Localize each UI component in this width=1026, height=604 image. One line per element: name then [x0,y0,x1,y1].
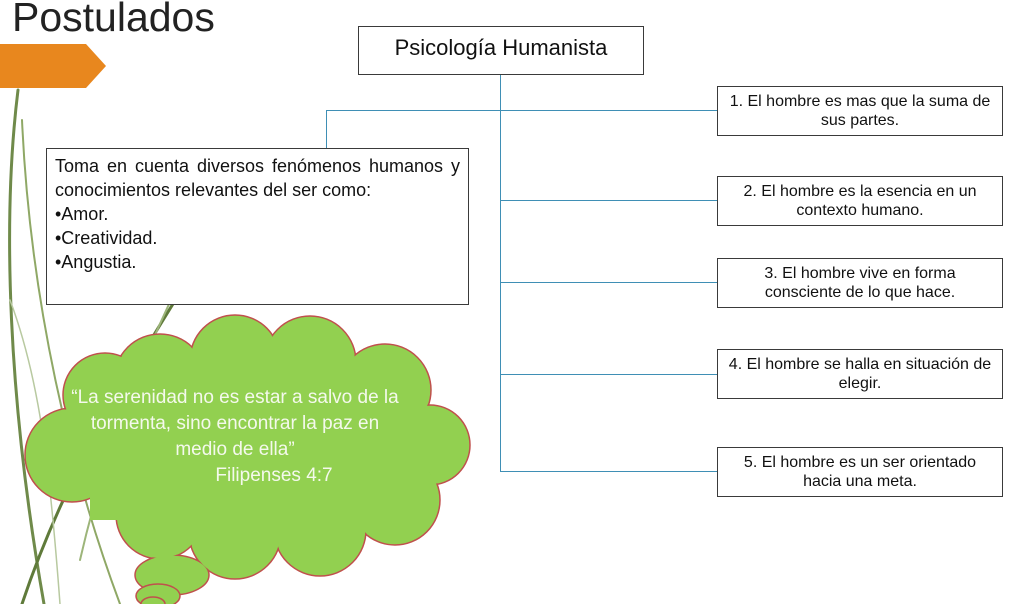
connector-postulado-3 [500,282,717,283]
thought-cloud-bubbles [134,554,210,604]
connector-root-trunk [500,75,501,471]
connector-postulado-2 [500,200,717,201]
cloud-quote: “La serenidad no es estar a salvo de la … [70,385,400,489]
quote-reference: Filipenses 4:7 [215,465,333,486]
connector-description-drop [326,110,327,148]
quote-text: “La serenidad no es estar a salvo de la … [71,387,399,460]
slide-title: Postulados [12,0,215,40]
orange-arrow-shape [0,44,106,88]
postulado-node-1: 1. El hombre es mas que la suma de sus p… [717,86,1003,136]
postulado-text-1: 1. El hombre es mas que la suma de sus p… [729,93,991,129]
postulado-text-5: 5. El hombre es un ser orientado hacia u… [743,454,977,490]
postulado-node-5: 5. El hombre es un ser orientado hacia u… [717,447,1003,497]
description-item-creatividad: •Creatividad. [55,228,158,248]
description-node: Toma en cuenta diversos fenómenos humano… [46,148,469,305]
postulado-text-2: 2. El hombre es la esencia en un context… [743,183,977,219]
description-item-angustia: •Angustia. [55,252,137,272]
description-intro: Toma en cuenta diversos fenómenos humano… [55,156,460,200]
thought-cloud-fill-cover [26,316,469,578]
postulado-text-3: 3. El hombre vive en forma consciente de… [764,265,956,301]
connector-postulado-4 [500,374,717,375]
root-node: Psicología Humanista [358,26,644,75]
postulado-node-3: 3. El hombre vive en forma consciente de… [717,258,1003,308]
connector-description-top [326,110,717,111]
postulado-node-4: 4. El hombre se halla en situación de el… [717,349,1003,399]
connector-postulado-5 [500,471,717,472]
postulado-text-4: 4. El hombre se halla en situación de el… [728,356,992,392]
postulado-node-2: 2. El hombre es la esencia en un context… [717,176,1003,226]
description-item-amor: •Amor. [55,204,109,224]
